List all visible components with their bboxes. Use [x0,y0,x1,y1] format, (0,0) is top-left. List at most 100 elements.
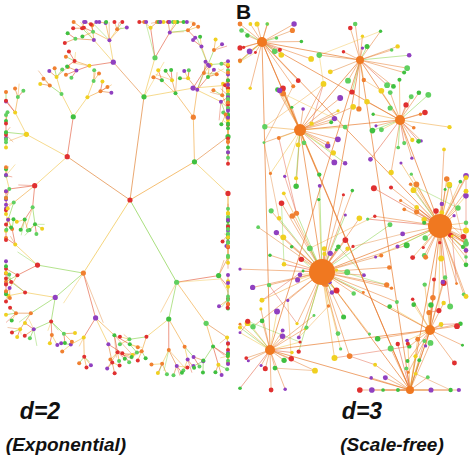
network-vertex [226,306,230,310]
network-vertex [167,20,171,24]
network-link [170,30,188,32]
network-vertex [464,248,469,253]
network-vertex [406,386,414,394]
network-vertex [4,145,8,149]
network-link [391,120,400,172]
network-vertex [291,21,296,26]
network-vertex [85,95,89,99]
network-vertex [336,109,339,112]
network-vertex [60,67,64,71]
network-vertex [357,387,363,393]
network-link [262,41,301,42]
network-vertex [82,26,86,30]
network-vertex [4,130,8,134]
network-vertex [4,99,8,103]
network-vertex [4,122,8,126]
network-vertex [302,141,307,146]
network-link [408,330,430,361]
network-vertex [120,351,124,355]
network-vertex [140,349,144,353]
network-vertex [55,75,59,79]
network-link [282,203,285,264]
network-link [35,157,68,186]
network-vertex [422,246,425,249]
network-vertex [301,107,305,111]
network-vertex [226,236,230,240]
network-link [76,66,89,71]
network-link [130,97,144,200]
network-type-label: (Exponential) [6,434,126,456]
network-vertex [259,307,262,310]
network-vertex [239,331,242,334]
network-link [21,220,25,236]
network-vertex [309,121,313,125]
network-vertex [296,142,301,147]
network-vertex [372,113,375,116]
network-vertex [300,40,304,44]
network-vertex [173,20,177,24]
network-link [452,236,457,284]
network-vertex [49,319,53,323]
network-vertex [290,351,293,354]
network-vertex [273,366,278,371]
network-link [67,117,73,157]
network-vertex [406,342,410,346]
network-vertex [369,387,375,393]
network-vertex [226,109,230,113]
network-vertex [226,298,230,302]
network-vertex [118,364,122,368]
network-link [300,60,360,130]
network-vertex [92,79,96,83]
network-link [31,297,55,313]
network-link [285,130,300,176]
network-link [400,120,440,226]
network-vertex [9,226,13,230]
network-vertex [328,69,333,74]
network-link [73,97,87,116]
network-vertex [373,215,376,218]
network-vertex [425,325,435,335]
network-vertex [238,325,242,329]
network-vertex [344,213,347,216]
network-link [240,52,255,61]
network-vertex [321,81,327,87]
network-vertex [4,277,8,281]
network-link [270,350,315,371]
network-vertex [136,345,140,349]
network-vertex [84,20,88,24]
network-link [262,42,410,390]
network-link [38,71,49,86]
network-vertex [226,126,230,130]
network-vertex [23,218,27,222]
network-vertex [455,282,458,285]
network-vertex [21,89,25,93]
network-vertex [266,22,269,25]
network-vertex [395,245,399,249]
network-link [33,207,35,224]
network-vertex [438,256,444,262]
network-link [399,80,401,120]
network-vertex [4,174,8,178]
network-vertex [309,259,335,285]
network-link [240,350,270,388]
network-vertex [379,88,385,94]
network-vertex [104,20,108,24]
network-vertex [127,197,132,202]
network-vertex [384,82,390,88]
network-link [6,132,26,134]
network-link [213,346,218,364]
network-vertex [59,92,63,96]
network-vertex [247,359,250,362]
network-link [169,350,186,369]
network-vertex [226,302,230,306]
network-link [360,31,381,60]
network-link [89,62,113,66]
network-vertex [410,157,413,160]
network-vertex [220,373,224,377]
network-link [283,94,334,119]
network-vertex [415,337,420,342]
network-vertex [342,50,345,53]
network-vertex [293,184,298,189]
network-vertex [260,364,263,367]
network-vertex [4,228,8,232]
